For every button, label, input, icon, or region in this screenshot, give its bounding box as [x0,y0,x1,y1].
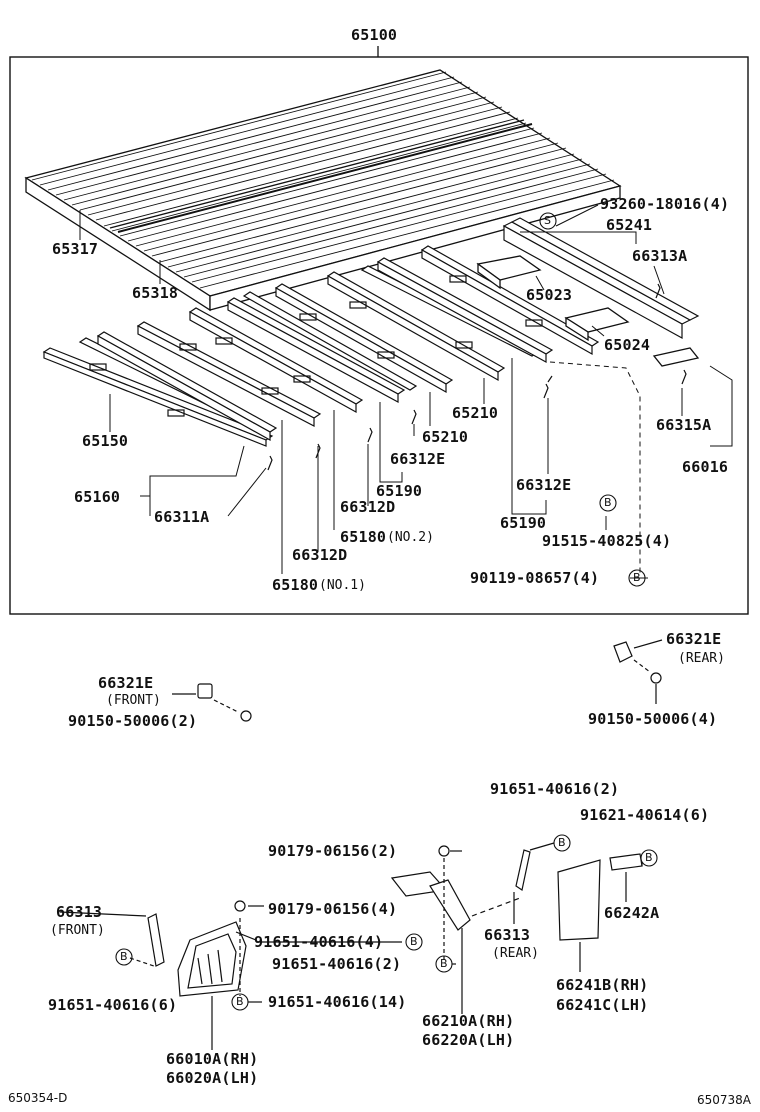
label-66312D-b: 66312D [292,546,348,564]
label-91651-40616-14: 91651-40616(14) [268,993,407,1011]
label-66312E-a: 66312E [390,450,446,468]
label-93260-18016: 93260-18016(4) [600,195,730,213]
callout-symbols [115,212,658,1011]
label-65023: 65023 [526,286,573,304]
label-90179-06156-2: 90179-06156(2) [268,842,398,860]
label-65024: 65024 [604,336,651,354]
label-90179-06156-4: 90179-06156(4) [268,900,398,918]
label-66321E-front: 66321E [98,674,154,692]
callout-b-2: B [633,571,641,584]
label-65241: 65241 [606,216,653,234]
label-65100: 65100 [351,26,398,44]
label-front-2: (FRONT) [50,923,105,938]
label-90150-50006-4: 90150-50006(4) [588,710,718,728]
label-65210-a: 65210 [452,404,499,422]
label-91651-40616-2a: 91651-40616(2) [490,780,620,798]
label-66315A: 66315A [656,416,712,434]
label-65190-a: 65190 [376,482,423,500]
label-66313A: 66313A [632,247,688,265]
leader-lines [79,204,733,579]
label-front-1: (FRONT) [106,693,161,708]
label-66313-rear: 66313 [484,926,531,944]
callout-b-7: B [120,950,128,963]
label-65318: 65318 [132,284,179,302]
label-66241C: 66241C(LH) [556,996,649,1014]
label-65317: 65317 [52,240,99,258]
callout-b-3: B [558,836,566,849]
label-65150: 65150 [82,432,129,450]
label-66321E-rear: 66321E [666,630,722,648]
label-66311A: 66311A [154,508,210,526]
assembly-frame [9,56,749,615]
label-66242A: 66242A [604,904,660,922]
label-91651-40616-2b: 91651-40616(2) [272,955,402,973]
label-rear-2: (REAR) [492,946,539,961]
label-65180-no2: 65180 [340,528,387,546]
callout-b-5: B [410,935,418,948]
callout-b-4: B [645,851,653,864]
drawing-code-right: 650738A [697,1093,752,1107]
label-66312D-a: 66312D [340,498,396,516]
label-91515-40825: 91515-40825(4) [542,532,672,550]
label-66016: 66016 [682,458,729,476]
floor-panel [24,69,622,312]
drawing-code-left: 650354-D [8,1091,68,1105]
small-hardware [172,639,663,912]
label-66241B: 66241B(RH) [556,976,649,994]
callout-b-1: B [604,496,612,509]
callout-s: S [544,214,551,227]
mud-guard-parts [59,842,643,1050]
hooks [267,283,687,471]
label-65160: 65160 [74,488,121,506]
cross-members [42,217,700,447]
label-66210A: 66210A(RH) [422,1012,515,1030]
label-90119-08657: 90119-08657(4) [470,569,600,587]
label-91651-40616-4: 91651-40616(4) [254,933,384,951]
label-no2: (NO.2) [387,530,434,545]
spacer-blocks [476,255,700,367]
label-66220A: 66220A(LH) [422,1031,515,1049]
label-rear-1: (REAR) [678,651,725,666]
callout-b-6: B [440,957,448,970]
label-66020A: 66020A(LH) [166,1069,259,1087]
label-no1: (NO.1) [319,578,366,593]
callout-b-8: B [236,995,244,1008]
label-65210-b: 65210 [422,428,469,446]
dashed-leaders [549,361,641,576]
label-65180-no1: 65180 [272,576,319,594]
label-66010A: 66010A(RH) [166,1050,259,1068]
label-91651-40616-6: 91651-40616(6) [48,996,178,1014]
label-65190-b: 65190 [500,514,547,532]
label-91621-40614: 91621-40614(6) [580,806,710,824]
label-66312E-b: 66312E [516,476,572,494]
label-66313-front: 66313 [56,903,103,921]
label-90150-50006-2: 90150-50006(2) [68,712,198,730]
